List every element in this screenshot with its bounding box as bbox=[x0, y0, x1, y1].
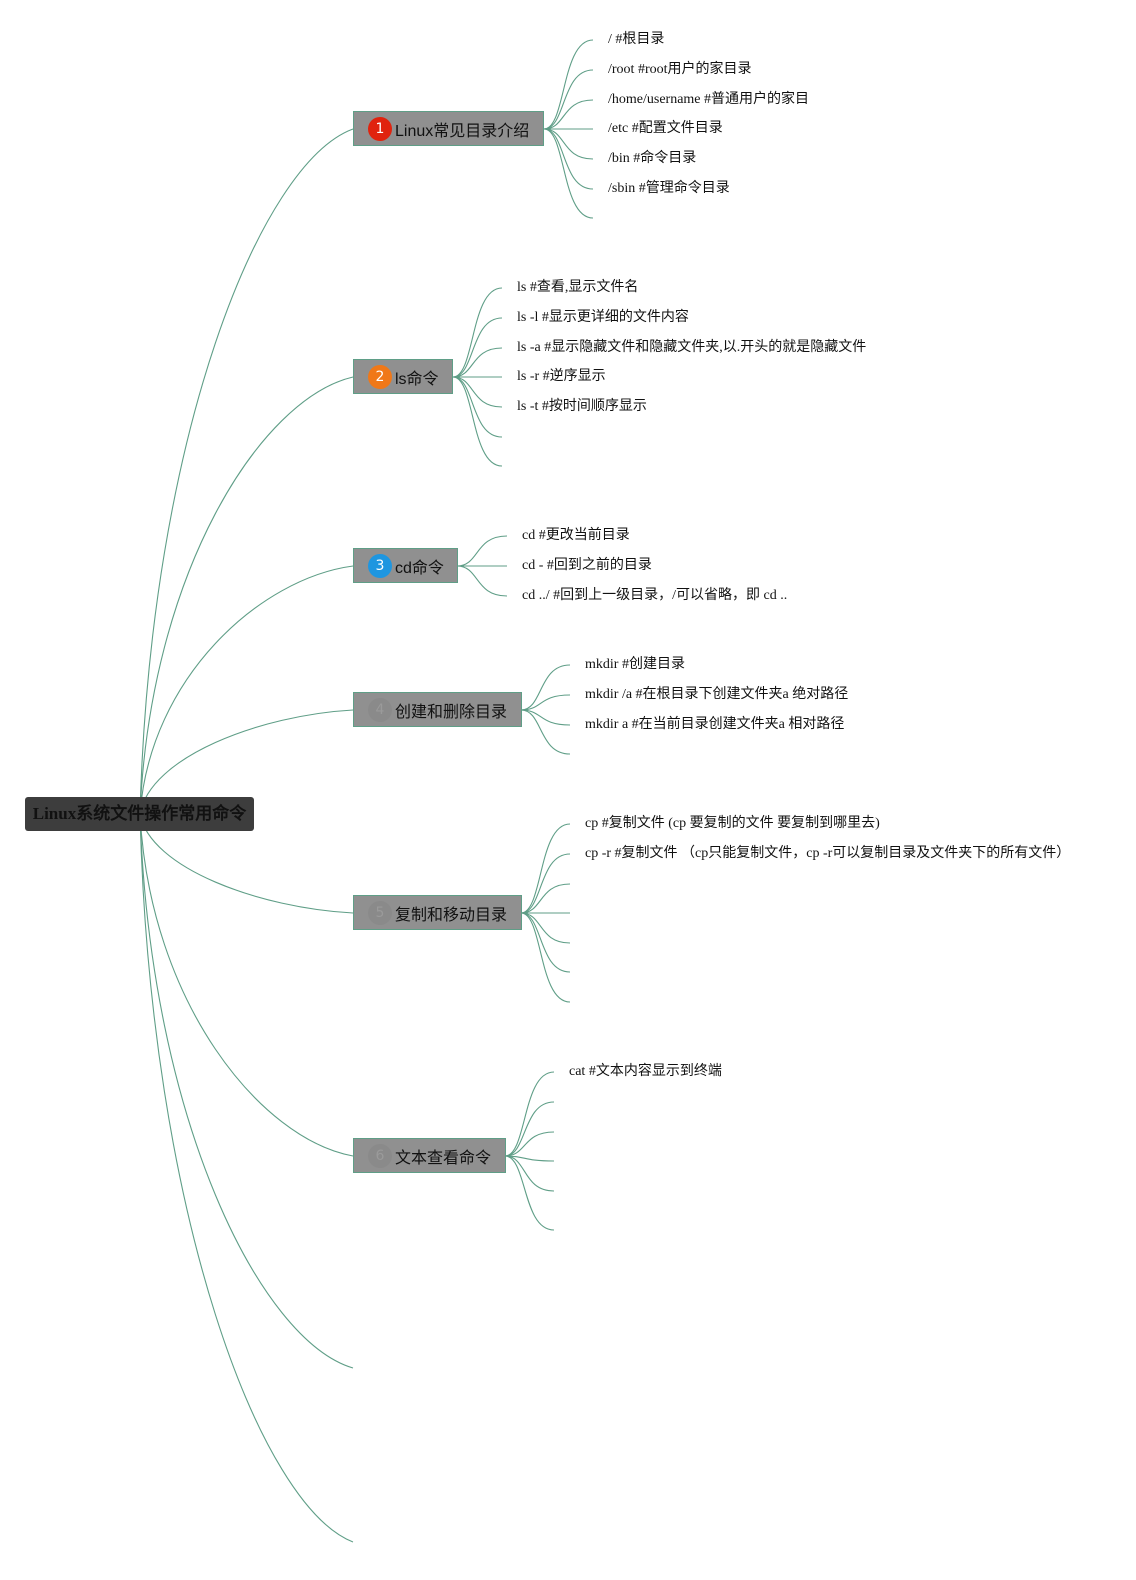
connector-line bbox=[456, 565, 508, 597]
connector-line bbox=[452, 347, 503, 378]
branch-label: 复制和移动目录 bbox=[395, 906, 508, 924]
connector-line bbox=[139, 813, 354, 1543]
leaf-item[interactable]: /root #root用户的家目录 bbox=[608, 62, 752, 77]
connector-line bbox=[139, 376, 354, 815]
leaf-item[interactable]: mkdir /a #在根目录下创建文件夹a 绝对路径 bbox=[585, 687, 849, 702]
connector-line bbox=[543, 128, 594, 219]
leaf-item[interactable]: /etc #配置文件目录 bbox=[608, 121, 723, 136]
leaf-item[interactable]: /bin #命令目录 bbox=[608, 151, 697, 166]
connector-line bbox=[504, 1071, 555, 1157]
leaf-item[interactable]: ls -l #显示更详细的文件内容 bbox=[517, 310, 689, 325]
branch-node-1[interactable]: 1 Linux常见目录介绍 bbox=[353, 111, 544, 146]
connector-line bbox=[543, 69, 594, 130]
leaf-item[interactable]: /home/username #普通用户的家目 bbox=[608, 92, 810, 107]
connector-line bbox=[139, 709, 354, 815]
leaf-item[interactable]: ls -a #显示隐藏文件和隐藏文件夹,以.开头的就是隐藏文件 bbox=[517, 340, 867, 355]
branch-node-4[interactable]: 4 创建和删除目录 bbox=[353, 692, 522, 727]
connector-line bbox=[504, 1155, 555, 1192]
connector-line bbox=[139, 813, 354, 1157]
connector-line bbox=[543, 128, 594, 190]
leaf-item[interactable]: mkdir #创建目录 bbox=[585, 657, 685, 672]
leaf-item[interactable]: cp -r #复制文件 （cp只能复制文件，cp -r可以复制目录及文件夹下的所… bbox=[585, 846, 1071, 861]
leaf-item[interactable]: cp #复制文件 (cp 要复制的文件 要复制到哪里去) bbox=[585, 816, 880, 831]
leaf-item[interactable]: /sbin #管理命令目录 bbox=[608, 181, 730, 196]
root-node[interactable]: Linux系统文件操作常用命令 bbox=[25, 797, 254, 831]
connector-line bbox=[520, 709, 571, 726]
leaf-item[interactable]: cd ../ #回到上一级目录，/可以省略，即 cd .. bbox=[522, 588, 788, 603]
connector-line bbox=[520, 912, 571, 944]
connector-line bbox=[456, 535, 508, 567]
connector-line bbox=[543, 128, 594, 160]
number-2-badge-icon: 2 bbox=[368, 364, 392, 389]
connector-line bbox=[452, 317, 503, 378]
connector-line bbox=[520, 664, 571, 711]
connector-line bbox=[452, 376, 503, 467]
connector-line bbox=[139, 128, 354, 815]
connector-line bbox=[139, 813, 354, 1369]
number-4-badge-icon: 4 bbox=[368, 697, 392, 722]
leaf-item[interactable]: ls -t #按时间顺序显示 bbox=[517, 399, 647, 414]
connector-line bbox=[504, 1101, 555, 1157]
leaf-item[interactable]: cd - #回到之前的目录 bbox=[522, 558, 652, 573]
connector-line bbox=[520, 823, 571, 914]
connector-line bbox=[139, 813, 354, 914]
number-5-badge-icon: 5 bbox=[368, 900, 392, 925]
branch-label: 文本查看命令 bbox=[395, 1149, 492, 1167]
connector-line bbox=[520, 694, 571, 711]
branch-node-2[interactable]: 2 ls命令 bbox=[353, 359, 453, 394]
connector-line bbox=[520, 853, 571, 914]
connector-line bbox=[543, 99, 594, 130]
branch-label: 创建和删除目录 bbox=[395, 703, 508, 721]
root-label: Linux系统文件操作常用命令 bbox=[32, 804, 247, 823]
connector-line bbox=[452, 376, 503, 438]
branch-node-3[interactable]: 3 cd命令 bbox=[353, 548, 458, 583]
connector-line bbox=[504, 1131, 555, 1157]
connector-line bbox=[520, 709, 571, 755]
leaf-item[interactable]: ls #查看,显示文件名 bbox=[517, 280, 639, 295]
connector-line bbox=[520, 912, 571, 1003]
branch-label: ls命令 bbox=[395, 370, 439, 388]
connector-line bbox=[452, 376, 503, 408]
number-6-badge-icon: 6 bbox=[368, 1143, 392, 1168]
leaf-item[interactable]: cat #文本内容显示到终端 bbox=[569, 1064, 722, 1079]
number-1-badge-icon: 1 bbox=[368, 116, 392, 141]
connector-line bbox=[139, 565, 354, 815]
leaf-item[interactable]: ls -r #逆序显示 bbox=[517, 369, 606, 384]
connector-line bbox=[452, 287, 503, 378]
leaf-item[interactable]: / #根目录 bbox=[608, 32, 665, 47]
branch-label: cd命令 bbox=[395, 559, 444, 577]
branch-node-5[interactable]: 5 复制和移动目录 bbox=[353, 895, 522, 930]
connector-line bbox=[520, 883, 571, 914]
leaf-item[interactable]: mkdir a #在当前目录创建文件夹a 相对路径 bbox=[585, 717, 845, 732]
branch-label: Linux常见目录介绍 bbox=[395, 122, 530, 140]
branch-node-6[interactable]: 6 文本查看命令 bbox=[353, 1138, 506, 1173]
leaf-item[interactable]: cd #更改当前目录 bbox=[522, 528, 630, 543]
connector-line bbox=[543, 39, 594, 130]
connector-line bbox=[504, 1155, 555, 1231]
number-3-badge-icon: 3 bbox=[368, 553, 392, 578]
connector-line bbox=[520, 912, 571, 973]
